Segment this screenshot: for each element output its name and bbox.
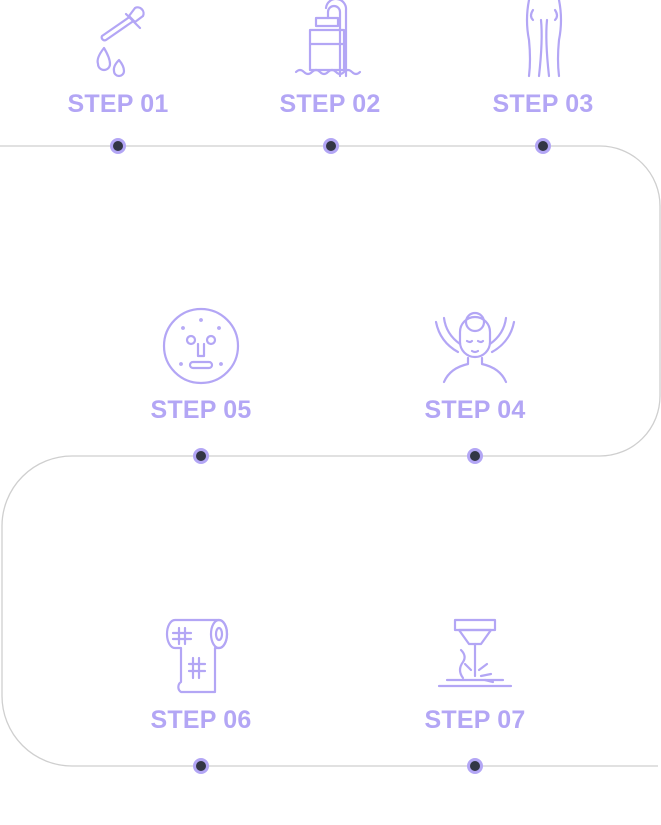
step-label: STEP 07 xyxy=(424,706,526,734)
dropper-icon xyxy=(96,6,145,78)
step-06-marker[interactable] xyxy=(193,758,209,774)
legs-icon xyxy=(525,0,563,78)
step-05-marker[interactable] xyxy=(193,448,209,464)
step-04: STEP 04 xyxy=(395,306,555,425)
step-label: STEP 06 xyxy=(150,706,252,734)
step-07-marker[interactable] xyxy=(467,758,483,774)
step-06: STEP 06 xyxy=(121,616,281,735)
step-01: STEP 01 xyxy=(38,0,198,119)
step-01-marker[interactable] xyxy=(110,138,126,154)
step-02: STEP 02 xyxy=(250,0,410,119)
step-04-marker[interactable] xyxy=(467,448,483,464)
laser-icon xyxy=(437,618,513,688)
shower-icon xyxy=(294,0,362,78)
step-label: STEP 01 xyxy=(67,90,169,118)
step-label: STEP 03 xyxy=(492,90,594,118)
step-02-marker[interactable] xyxy=(323,138,339,154)
face-massage-icon xyxy=(434,311,516,384)
mesh-roll-icon xyxy=(165,618,229,694)
step-07: STEP 07 xyxy=(395,616,555,735)
step-05: STEP 05 xyxy=(121,306,281,425)
step-label: STEP 04 xyxy=(424,396,526,424)
face-mask-icon xyxy=(162,307,240,385)
step-03-marker[interactable] xyxy=(535,138,551,154)
step-label: STEP 05 xyxy=(150,396,252,424)
step-label: STEP 02 xyxy=(279,90,381,118)
step-03: STEP 03 xyxy=(463,0,623,119)
